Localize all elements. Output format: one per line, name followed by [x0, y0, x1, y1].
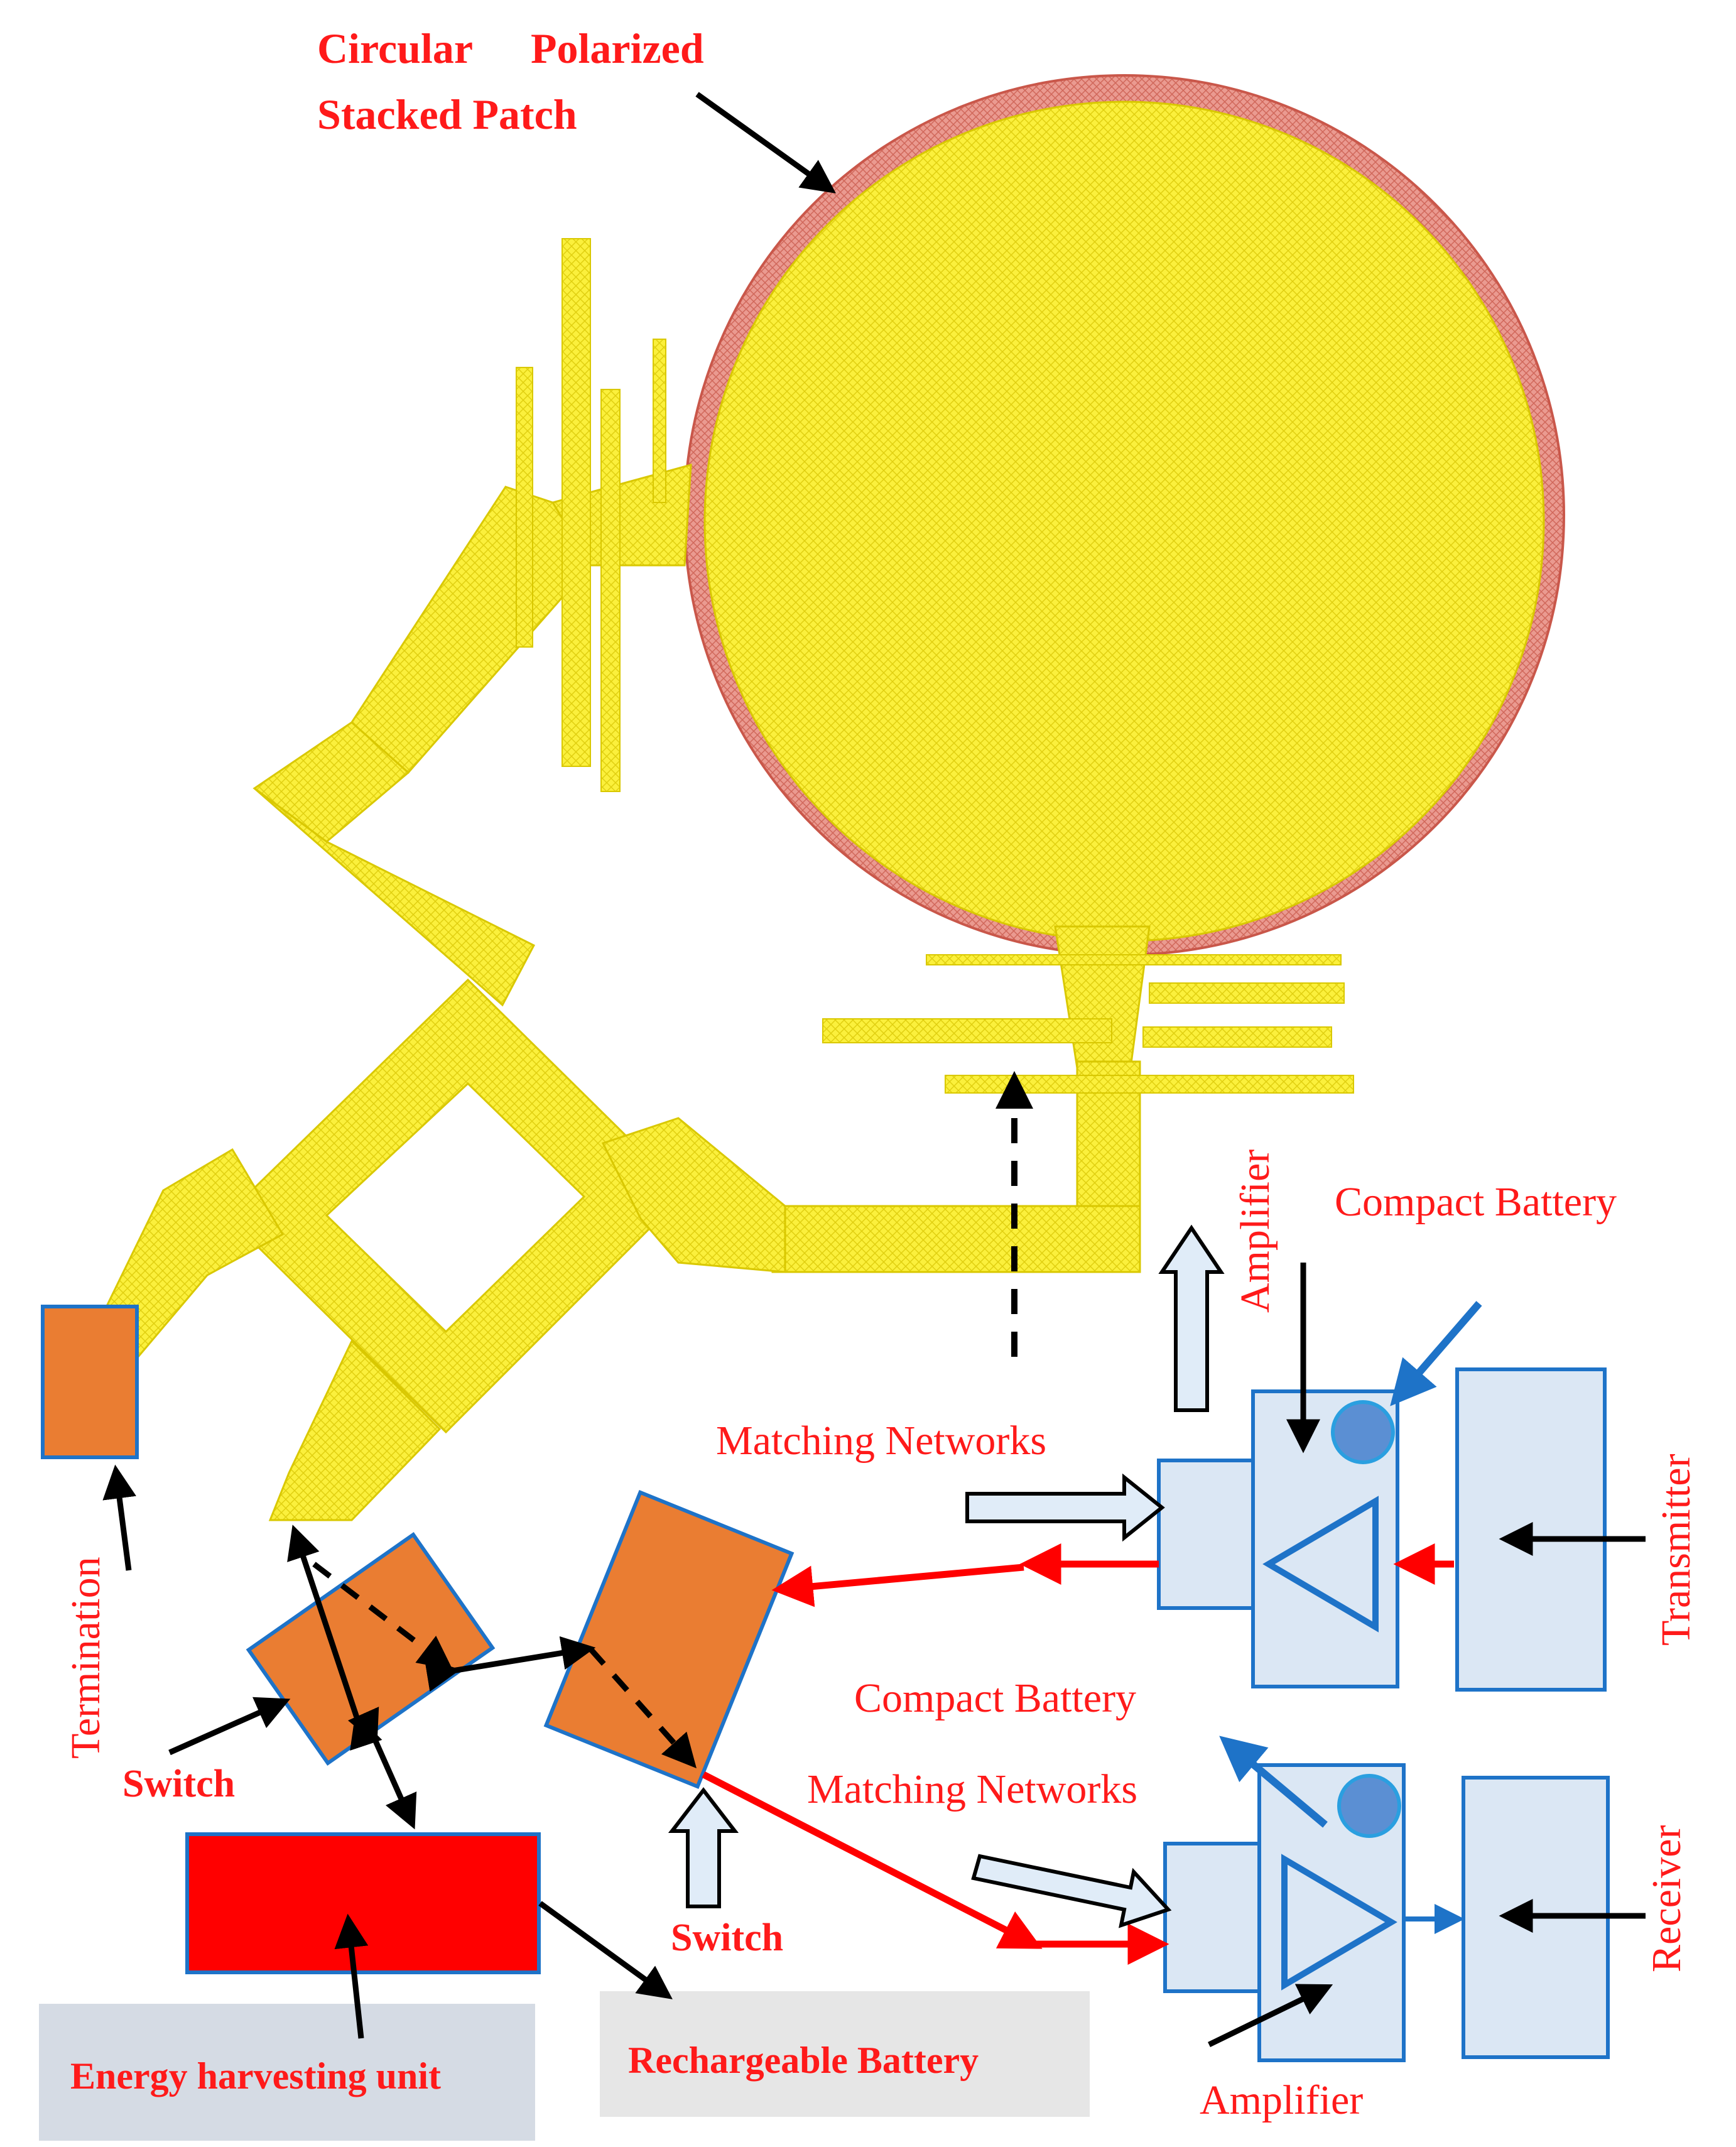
patch-label-line2: Polarized	[531, 24, 704, 72]
termination-label: Termination	[63, 1557, 109, 1759]
matching-networks-tx-label: Matching Networks	[716, 1418, 1046, 1464]
amplifier-rx-arrow	[1208, 1984, 1333, 2048]
compact-battery-rx-blue-arrow	[1219, 1736, 1328, 1828]
rx-amplifier-triangle	[1281, 1854, 1397, 1991]
rechargeable-battery-label: Rechargeable Battery	[628, 2040, 979, 2081]
tx-compact-battery-dot	[1331, 1400, 1395, 1464]
switch-left-pointer	[168, 1697, 291, 1756]
amplifier-tx-label: Amplifier	[1232, 1150, 1278, 1313]
energy-harvesting-label-box	[39, 2004, 535, 2141]
switch-right-block	[543, 1489, 795, 1790]
switch-dash-2	[588, 1647, 697, 1769]
amplifier-rx-label: Amplifier	[1200, 2077, 1363, 2123]
switch-left-label: Switch	[122, 1763, 235, 1805]
feed-zag	[254, 787, 536, 1007]
stacked-patch	[683, 74, 1565, 956]
receiver-label: Receiver	[1644, 1825, 1690, 1972]
rechargeable-battery-arrow	[538, 1901, 673, 1999]
feed-network	[93, 238, 1354, 1521]
switch-link-up	[287, 1525, 382, 1751]
transmitter-block	[1455, 1367, 1607, 1692]
stub-2	[1149, 982, 1345, 1004]
termination-arrow	[102, 1464, 136, 1571]
patch-label-line3: Stacked Patch	[317, 90, 577, 138]
switch-link-down	[347, 1707, 417, 1830]
compact-battery-tx-blue-arrow	[1390, 1301, 1482, 1406]
stub-4	[1142, 1026, 1332, 1048]
coupler-port-bottom	[268, 1339, 442, 1521]
patch-label-line1: Circular	[317, 24, 473, 72]
rx-compact-battery-dot	[1337, 1774, 1401, 1838]
stub-v4	[653, 339, 666, 503]
switch-link-middle	[424, 1636, 596, 1692]
energy-harvesting-label: Energy harvesting unit	[70, 2055, 441, 2097]
switch-right-label: Switch	[671, 1916, 783, 1959]
coupler-port-right	[601, 1117, 786, 1273]
matching-networks-rx-hollow-arrow	[971, 1854, 1172, 1928]
switch-right	[543, 1489, 795, 1790]
switch-left-block	[246, 1531, 496, 1766]
rx-switch-red-line	[702, 1771, 1043, 1949]
stub-1	[926, 954, 1342, 965]
matching-networks-rx-label: Matching Networks	[807, 1766, 1137, 1812]
patch-pointer-arrow	[695, 92, 836, 193]
stub-v2	[516, 367, 533, 648]
stub-3	[822, 1018, 1112, 1043]
energy-harvesting-block	[185, 1832, 541, 1974]
stub-5	[945, 1075, 1354, 1094]
termination-block	[41, 1305, 139, 1459]
rx-matching-block	[1163, 1842, 1261, 1993]
stub-v1	[561, 238, 591, 767]
energy-harvesting-arrow	[334, 1913, 369, 2039]
transmitter-label: Transmitter	[1653, 1454, 1699, 1646]
switch-right-hollow-arrow	[668, 1787, 739, 1908]
patch-inner-disc	[703, 101, 1545, 942]
feed-horizontal	[771, 1205, 1141, 1273]
tx-amplifier-triangle	[1262, 1496, 1379, 1633]
feed-taper	[1054, 925, 1151, 1069]
compact-battery-rx-label: Compact Battery	[854, 1675, 1136, 1721]
matching-networks-tx-hollow-arrow	[965, 1473, 1165, 1542]
tx-matching-block	[1157, 1459, 1255, 1610]
rechargeable-battery-label-box	[600, 1991, 1090, 2117]
compact-battery-tx-label: Compact Battery	[1335, 1179, 1617, 1225]
feed-left-arm	[350, 486, 592, 775]
stub-v3	[600, 389, 621, 792]
coupler-hole	[325, 1082, 586, 1334]
switch-left	[246, 1531, 496, 1766]
tx-to-switch-red-arrow	[771, 1563, 1024, 1607]
amplifier-tx-hollow-arrow	[1158, 1224, 1225, 1412]
